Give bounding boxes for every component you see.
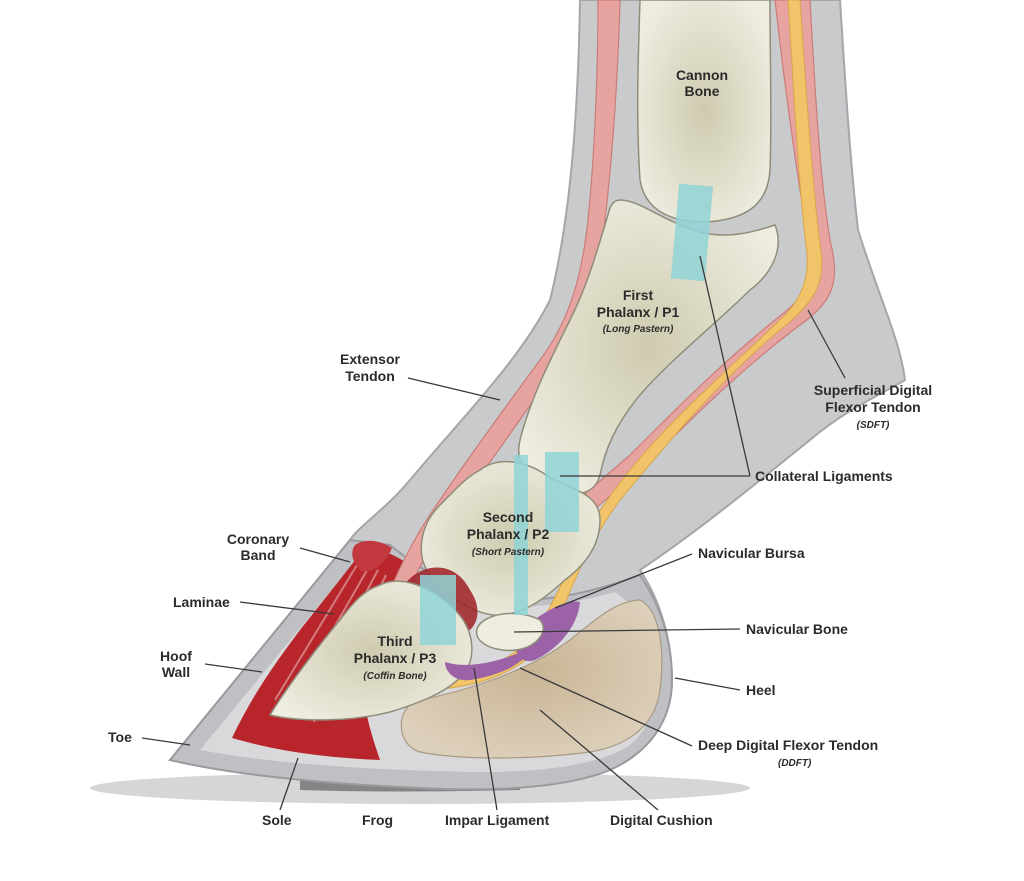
- label-sdft-sub: (SDFT): [857, 420, 890, 431]
- leader-sdft: [807, 309, 846, 379]
- label-third-phalanx: Third: [378, 633, 413, 649]
- leader-toe: [141, 737, 191, 746]
- label-collateral-ligaments: Collateral Ligaments: [755, 468, 893, 484]
- label-coronary-band: Coronary: [227, 531, 289, 547]
- ligament-p1-lower: [545, 452, 579, 532]
- ligament-p1-upper: [670, 183, 714, 282]
- leader-navicular-bone: [513, 628, 741, 633]
- label-ddft: Deep Digital Flexor Tendon: [698, 737, 878, 753]
- leader-hoof-wall: [204, 663, 263, 673]
- first-phalanx-bone: [518, 199, 779, 495]
- label-second-phalanx: Second: [483, 509, 534, 525]
- label-third-phalanx-2: Phalanx / P3: [354, 650, 437, 666]
- label-first-phalanx-sub: (Long Pastern): [603, 324, 674, 335]
- label-sdft: Superficial Digital: [814, 382, 932, 398]
- ligament-p3: [420, 575, 456, 645]
- label-extensor-tendon-2: Tendon: [345, 368, 395, 384]
- leader-laminae: [239, 601, 335, 615]
- label-impar-ligament: Impar Ligament: [445, 812, 550, 828]
- leader-collateral: [699, 255, 751, 477]
- leader-extensor: [407, 377, 501, 401]
- leader-navicular-bursa: [554, 553, 693, 609]
- label-second-phalanx-2: Phalanx / P2: [467, 526, 550, 542]
- label-frog: Frog: [362, 812, 393, 828]
- label-heel: Heel: [746, 682, 776, 698]
- leader-lines: [141, 255, 846, 811]
- label-laminae: Laminae: [173, 594, 230, 610]
- label-ddft-sub: (DDFT): [778, 758, 812, 769]
- leader-impar: [473, 667, 498, 811]
- leader-ddft: [519, 667, 693, 747]
- leader-coronary: [299, 547, 351, 563]
- leader-sole: [279, 757, 299, 811]
- label-extensor-tendon: Extensor: [340, 351, 400, 367]
- leader-heel: [674, 677, 741, 691]
- label-navicular-bone: Navicular Bone: [746, 621, 848, 637]
- labels: Cannon Bone First Phalanx / P1 (Long Pas…: [108, 67, 932, 828]
- label-coronary-band-2: Band: [241, 547, 276, 563]
- label-first-phalanx: First: [623, 287, 654, 303]
- label-digital-cushion: Digital Cushion: [610, 812, 713, 828]
- label-hoof-wall-2: Wall: [162, 664, 190, 680]
- label-sole: Sole: [262, 812, 292, 828]
- navicular-bursa-lower: [445, 648, 530, 681]
- label-cannon-bone: Cannon: [676, 67, 728, 83]
- ligament-p2: [514, 455, 528, 615]
- label-third-phalanx-sub: (Coffin Bone): [363, 671, 427, 682]
- label-cannon-bone-2: Bone: [685, 83, 720, 99]
- label-hoof-wall: Hoof: [160, 648, 192, 664]
- label-second-phalanx-sub: (Short Pastern): [472, 547, 545, 558]
- coronary-band-tissue: [352, 540, 392, 572]
- label-toe: Toe: [108, 729, 132, 745]
- label-first-phalanx-2: Phalanx / P1: [597, 304, 680, 320]
- label-navicular-bursa: Navicular Bursa: [698, 545, 805, 561]
- leader-digital-cushion: [539, 709, 659, 811]
- digital-cushion: [400, 599, 663, 759]
- label-sdft-2: Flexor Tendon: [825, 399, 920, 415]
